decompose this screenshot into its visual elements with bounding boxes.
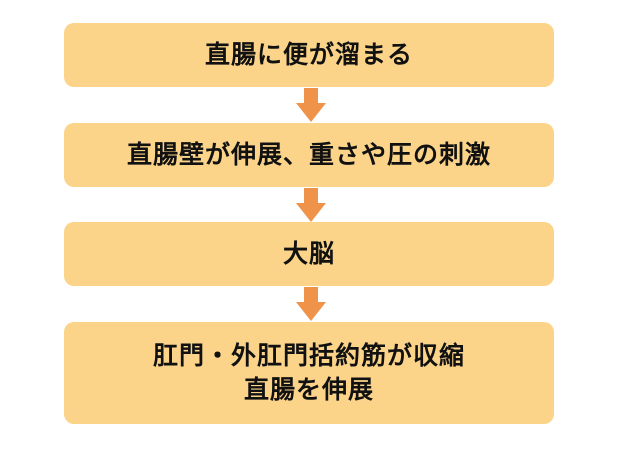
flow-step-label: 直腸に便が溜まる	[204, 40, 413, 70]
down-arrow-icon	[296, 188, 326, 222]
flow-step-label: 大脳	[282, 239, 335, 269]
arrow-shaft	[304, 287, 318, 303]
down-arrow-icon	[296, 88, 326, 122]
arrow-shaft	[304, 88, 318, 104]
flow-step-label: 直腸壁が伸展、重さや圧の刺激	[126, 140, 491, 170]
arrow-shaft	[304, 188, 318, 204]
flow-step-label-line-1: 肛門・外肛門括約筋が収縮	[152, 341, 465, 371]
flow-step-cerebrum: 大脳	[64, 222, 554, 286]
flow-step-rectal-wall-stretch: 直腸壁が伸展、重さや圧の刺激	[64, 123, 554, 187]
arrow-head	[296, 203, 326, 222]
arrow-head	[296, 302, 326, 321]
arrow-head	[296, 103, 326, 122]
flow-step-rectum-fills: 直腸に便が溜まる	[64, 23, 554, 87]
flow-step-label-line-2: 直腸を伸展	[243, 375, 374, 404]
down-arrow-icon	[296, 287, 326, 321]
flow-step-sphincter-contraction: 肛門・外肛門括約筋が収縮 直腸を伸展	[64, 322, 554, 424]
